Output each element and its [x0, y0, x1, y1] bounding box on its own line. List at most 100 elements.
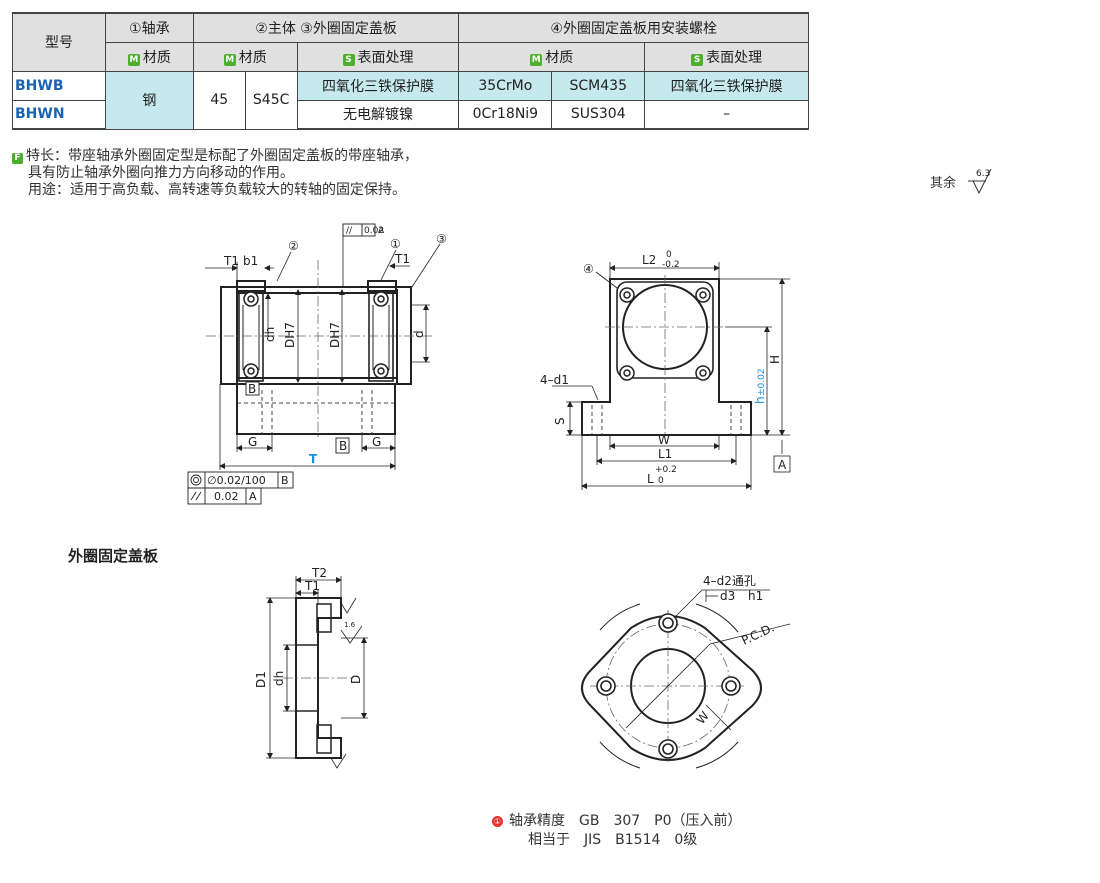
dim-h-tol: ±0.02	[757, 368, 767, 396]
roughness-symbol	[968, 168, 992, 195]
front-bearing-balls	[243, 291, 389, 379]
roughness-value: 6.3	[976, 169, 990, 179]
dim-4-d2: 4–d2通孔	[703, 574, 756, 588]
body-surface-bhwb: 四氧化三铁保护膜	[296, 70, 460, 101]
model-bhwn: BHWN	[12, 99, 106, 130]
side-center-lines	[605, 275, 725, 440]
dim-H: H	[768, 355, 782, 364]
front-dimension-lines	[205, 234, 441, 470]
surface-label: 表面处理	[357, 49, 414, 66]
roughness-1-6: 1.6	[344, 621, 356, 629]
material-badge: M	[223, 53, 236, 66]
dim-cover-W: W	[694, 709, 712, 727]
material-label: 材质	[545, 49, 574, 66]
cover-front-holes	[596, 613, 741, 759]
parallelism-value: 0.02	[214, 490, 239, 503]
dim-d: d	[412, 330, 426, 338]
dim-b1: b1	[243, 254, 258, 268]
flatness-ref: A	[378, 226, 385, 236]
cover-front-outer-arc	[599, 603, 739, 769]
surface-badge: S	[342, 53, 355, 66]
roughness-prefix: 其余	[930, 176, 957, 191]
dim-L-tol-lower: 0	[658, 476, 664, 486]
side-view	[581, 278, 752, 436]
front-tolerance-frames	[187, 223, 376, 505]
dim-T1-left: T1	[223, 254, 239, 268]
dim-pcd: P.C.D.	[739, 620, 776, 647]
callout-4: ④	[583, 262, 594, 276]
side-dimension-lines	[552, 262, 791, 490]
header-model: 型号	[12, 12, 106, 72]
datum-B-lower: B	[339, 439, 347, 453]
concentricity-value: ∅0.02/100	[207, 474, 266, 487]
roughness-note: 其余	[930, 172, 956, 191]
surface-label: 表面处理	[706, 49, 763, 66]
surface-badge: S	[691, 53, 704, 66]
datum-B-box: B	[248, 382, 256, 396]
bolt-material-b-bhwb: SCM435	[551, 70, 646, 101]
note-text-1: 特长：带座轴承外圈固定型是标配了外圈固定盖板的带座轴承，	[26, 148, 418, 164]
material-label: 材质	[142, 49, 171, 66]
dim-G-left: G	[248, 435, 257, 449]
cover-front-dimension-lines	[625, 589, 791, 731]
note-line-3: 用途：适用于高负载、高转速等负载较大的转轴的固定保持。	[28, 182, 406, 198]
body-surface-bhwn: 无电解镀镍	[296, 99, 460, 130]
dim-G-right: G	[372, 435, 381, 449]
cover-section-title: 外圈固定盖板	[68, 547, 159, 565]
dim-L2-tol-upper: 0	[666, 250, 672, 260]
front-view	[220, 280, 412, 435]
dim-dh: dh	[263, 327, 277, 342]
header-bolt: ④外圈固定盖板用安装螺栓	[458, 12, 809, 43]
dim-h: h	[753, 396, 767, 404]
dim-cover-T1: T1	[304, 579, 320, 593]
side-hidden-lines	[591, 405, 742, 435]
material-badge: M	[530, 53, 543, 66]
dim-S: S	[553, 417, 567, 425]
precision-text-1: 轴承精度 GB 307 P0（压入前）	[509, 813, 742, 829]
front-hidden-lines	[237, 390, 395, 434]
dim-D1: D1	[254, 671, 268, 688]
feature-badge: F	[12, 153, 23, 164]
dim-W: W	[658, 433, 670, 447]
dim-d3: d3	[720, 589, 735, 603]
datum-A: A	[778, 458, 787, 472]
dim-D: D	[349, 675, 363, 684]
dim-cover-dh: dh	[272, 671, 286, 686]
dim-T: T	[309, 452, 318, 466]
bearing-material: 钢	[104, 70, 194, 130]
dim-L2-tol-lower: -0.2	[662, 260, 680, 270]
parallelism-ref: A	[249, 490, 257, 503]
bolt-material-a-bhwn: 0Cr18Ni9	[458, 99, 553, 130]
dim-T2: T2	[311, 566, 327, 580]
bolt-material-a-bhwb: 35CrMo	[458, 70, 553, 101]
dim-L1: L1	[658, 447, 672, 461]
dim-h1: h1	[748, 589, 763, 603]
dim-L2: L2	[642, 253, 656, 267]
material-badge: M	[127, 53, 140, 66]
dim-4-d1: 4–d1	[540, 373, 569, 387]
cover-side-view	[295, 597, 342, 759]
bolt-surface-bhwn: –	[644, 99, 809, 130]
dim-DH7-right: DH7	[328, 322, 342, 348]
dim-T1-right: T1	[394, 252, 410, 266]
front-center-lines	[206, 260, 432, 440]
side-view-bolts	[619, 287, 711, 381]
dim-L: L	[647, 472, 654, 486]
precision-line-2: 相当于 JIS B1514 0级	[528, 832, 698, 848]
bolt-surface-bhwb: 四氧化三铁保护膜	[644, 70, 809, 101]
flatness-symbol: //	[346, 226, 353, 236]
body-material-b: S45C	[244, 70, 298, 130]
concentricity-ref: B	[281, 474, 289, 487]
material-label: 材质	[238, 49, 267, 66]
callout-3: ③	[436, 232, 447, 246]
dim-DH7-left: DH7	[283, 322, 297, 348]
